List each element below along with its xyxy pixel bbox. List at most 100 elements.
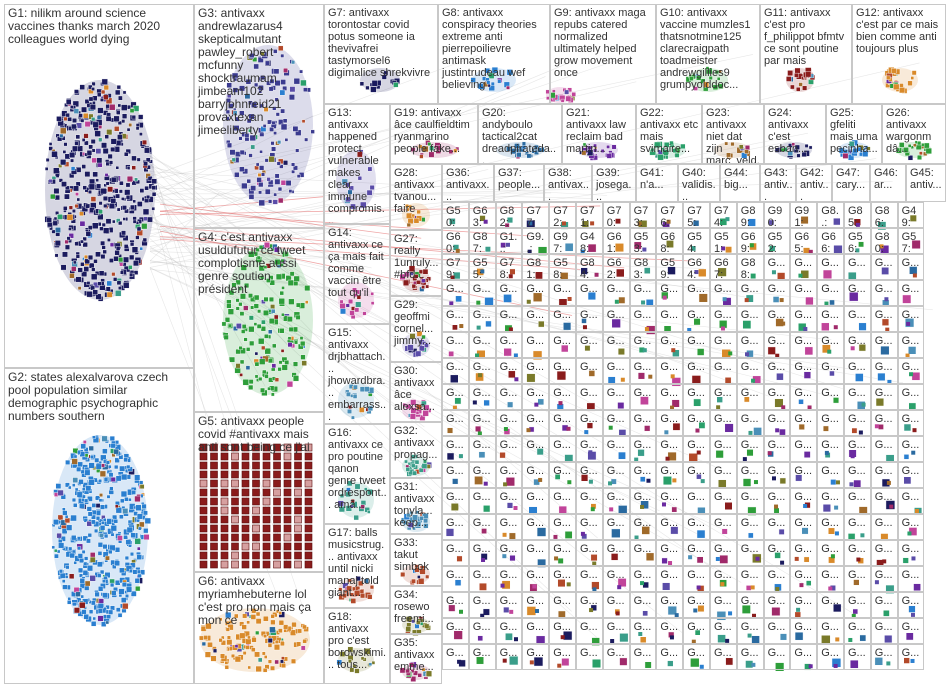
group-box-cell-6-9: G... [683, 358, 710, 384]
group-box-cell-15-3: G... [522, 592, 550, 618]
group-box-g10: G10: antivaxx vaccine mumzles1 thatsnotm… [656, 4, 760, 104]
group-label-cell-15-2: G... [499, 595, 518, 607]
group-box-cell-4-6: G... [602, 306, 630, 332]
group-box-cell-13-10: G... [710, 540, 737, 566]
graph-edge [149, 182, 215, 208]
group-box-cell-5-10: G... [710, 332, 737, 358]
group-label-cell-3-7: G... [633, 283, 652, 295]
group-label-cell-14-7: G... [633, 569, 652, 581]
node [73, 260, 77, 265]
group-label-cell-11-0: G... [446, 491, 464, 503]
group-label-cell-6-3: G... [526, 361, 545, 373]
group-box-cell-5-0: G... [442, 332, 469, 358]
group-label-cell-9-11: G... [740, 439, 759, 451]
group-box-cell-0-14: G8..: mik... [817, 202, 844, 228]
group-box-cell-14-5: G... [576, 566, 603, 592]
node [73, 607, 80, 614]
node [134, 578, 141, 584]
group-label-cell-16-4: G... [553, 621, 571, 633]
node [117, 134, 123, 140]
node [111, 272, 116, 277]
node [84, 556, 89, 561]
group-label-g17: G17: balls musicstrug... antivaxx until … [328, 527, 385, 599]
node [100, 188, 107, 195]
group-label-g23: G23: antivaxx niet dat zijn marc_veld... [706, 107, 760, 164]
node [118, 286, 122, 290]
group-label-cell-12-3: G... [526, 517, 545, 529]
group-box-cell-14-7: G... [629, 566, 657, 592]
node [122, 235, 129, 241]
node [114, 126, 120, 132]
group-box-cell-17-16: G... [870, 644, 898, 670]
node [50, 193, 56, 200]
group-label-cell-4-12: G... [767, 309, 786, 321]
node [123, 535, 128, 540]
group-box-cell-9-13: G... [790, 436, 818, 462]
group-label-cell-14-0: G... [446, 569, 464, 581]
group-box-g16: G16: antivaxx ce pro poutine qanon genre… [324, 424, 390, 524]
graph-edge [149, 177, 714, 570]
node [77, 553, 83, 559]
node [142, 208, 150, 216]
node [81, 164, 86, 169]
group-label-cell-9-10: G... [714, 439, 732, 451]
group-label-cell-7-16: G... [874, 387, 893, 399]
group-box-cell-3-1: G... [468, 280, 496, 306]
group-label-cell-1-0: G60: leur... [446, 231, 461, 254]
group-label-g29: G29: geoffmi cornel... jimmy... [394, 299, 437, 347]
group-box-cell-4-14: G... [817, 306, 844, 332]
node [58, 178, 63, 183]
node [92, 435, 96, 440]
group-box-cell-11-9: G... [683, 488, 710, 514]
node [83, 266, 90, 272]
node [104, 173, 109, 177]
group-label-cell-1-9: G54: ema... [687, 231, 702, 254]
group-label-cell-10-2: G... [499, 465, 518, 477]
node [92, 436, 100, 444]
group-box-cell-11-13: G... [790, 488, 818, 514]
group-box-cell-6-17: G... [897, 358, 925, 384]
node [103, 477, 109, 482]
group-box-cell-15-12: G... [763, 592, 791, 618]
group-box-cell-6-4: G... [549, 358, 576, 384]
group-label-cell-1-3: G9..: [526, 231, 545, 254]
node [62, 251, 68, 258]
group-box-cell-5-5: G... [576, 332, 603, 358]
node [81, 549, 86, 554]
group-label-cell-13-4: G... [553, 543, 571, 555]
group-label-cell-1-14: G66: anti... [821, 231, 836, 254]
group-box-cell-1-17: G57: ils... [897, 228, 925, 254]
node [94, 528, 99, 533]
group-box-cell-17-14: G... [817, 644, 844, 670]
group-box-cell-7-9: G... [683, 384, 710, 410]
node [78, 573, 84, 578]
group-label-cell-16-11: G... [740, 621, 759, 633]
node [105, 104, 110, 109]
group-label-cell-6-6: G... [606, 361, 625, 373]
node [141, 503, 147, 509]
group-label-cell-16-2: G... [499, 621, 518, 633]
group-box-cell-10-15: G... [844, 462, 871, 488]
group-label-cell-13-17: G... [901, 543, 920, 555]
node [78, 113, 83, 118]
group-box-cell-14-6: G... [602, 566, 630, 592]
group-label-cell-13-9: G... [687, 543, 705, 555]
group-box-cell-5-15: G... [844, 332, 871, 358]
group-label-g27: G27: really 1unruly... #bfd... [394, 233, 442, 281]
group-label-cell-10-15: G... [848, 465, 866, 477]
group-box-cell-16-6: G... [602, 618, 630, 644]
group-box-g3: G3: antivaxx andrewlazarus4 skepticalmut… [194, 4, 324, 228]
group-box-cell-15-10: G... [710, 592, 737, 618]
graph-edge [149, 60, 575, 237]
node [113, 519, 119, 524]
node [65, 459, 71, 465]
group-label-cell-1-17: G57: ils... [901, 231, 917, 254]
node [145, 157, 151, 163]
node [86, 538, 91, 544]
group-box-cell-17-2: G... [495, 644, 523, 670]
node [122, 603, 129, 610]
node [89, 556, 96, 563]
node [99, 504, 106, 510]
group-box-cell-14-14: G... [817, 566, 844, 592]
node [104, 134, 109, 139]
